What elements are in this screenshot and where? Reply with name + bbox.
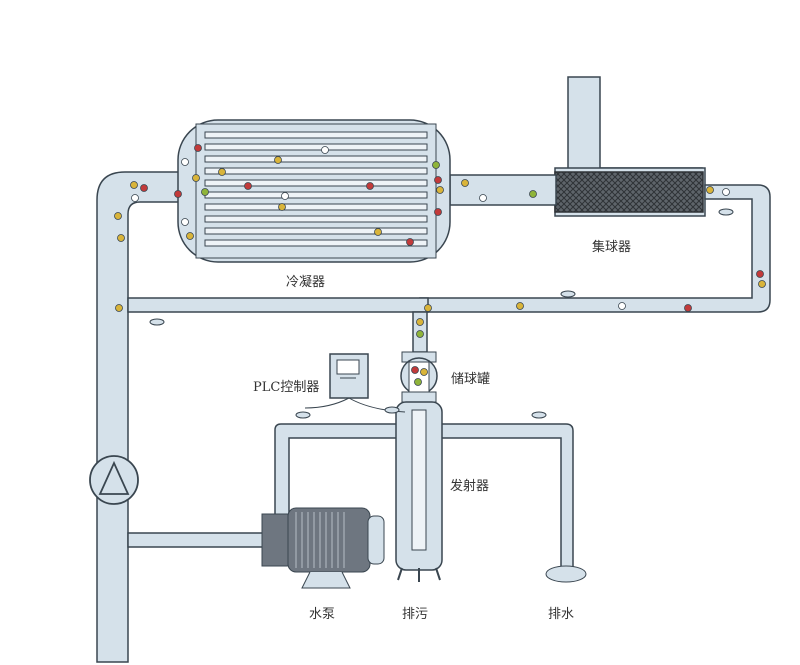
inlet-pipe <box>449 174 557 206</box>
launcher-crosspipe <box>274 423 574 571</box>
collector-mesh <box>554 171 704 213</box>
drain-outlet <box>545 565 587 583</box>
label-launcher: 发射器 <box>450 479 490 494</box>
condenser <box>177 119 451 263</box>
cleaning-balls <box>114 144 766 386</box>
return-pipe-left <box>127 297 429 313</box>
pressure-gauges <box>149 208 734 419</box>
label-condenser: 冷凝器 <box>286 275 326 290</box>
pump-outlet-pipe <box>127 532 269 548</box>
left-riser-pipe <box>96 171 186 663</box>
plc-controller <box>304 353 406 413</box>
label-ball-tank: 储球罐 <box>451 372 491 387</box>
label-plc-controller: PLC控制器 <box>253 380 320 395</box>
pump-motor <box>261 507 385 589</box>
label-blowdown: 排污 <box>402 607 429 622</box>
ball-storage-tank <box>400 351 438 403</box>
label-drain: 排水 <box>548 607 575 622</box>
label-pump: 水泵 <box>309 607 336 622</box>
launcher <box>395 401 443 582</box>
label-collector: 集球器 <box>592 240 632 255</box>
water-pump-symbol <box>89 455 139 505</box>
